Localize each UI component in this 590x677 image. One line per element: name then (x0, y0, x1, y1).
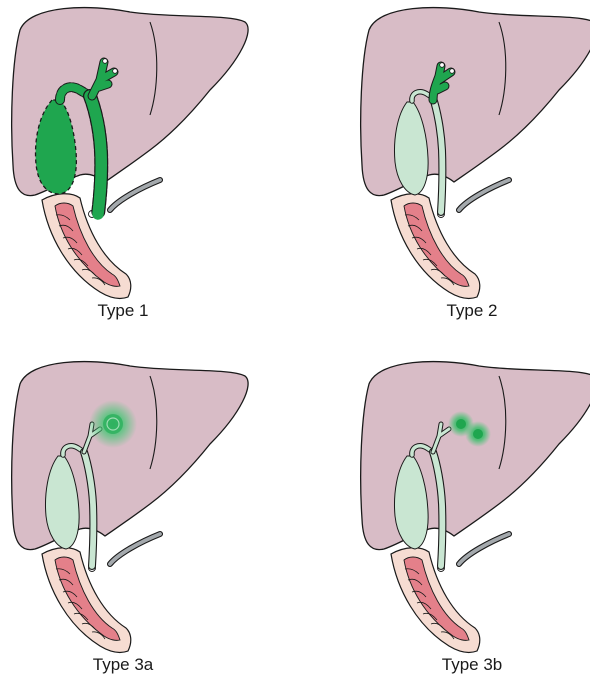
caption-type-3b: Type 3b (402, 655, 542, 675)
panel-type-3a (12, 362, 248, 653)
panel-type-2 (361, 8, 590, 299)
panel-type-1 (12, 8, 248, 299)
caption-type-1: Type 1 (53, 301, 193, 321)
panel-type-3b (361, 362, 590, 653)
caption-type-2: Type 2 (402, 301, 542, 321)
caption-type-3a: Type 3a (53, 655, 193, 675)
